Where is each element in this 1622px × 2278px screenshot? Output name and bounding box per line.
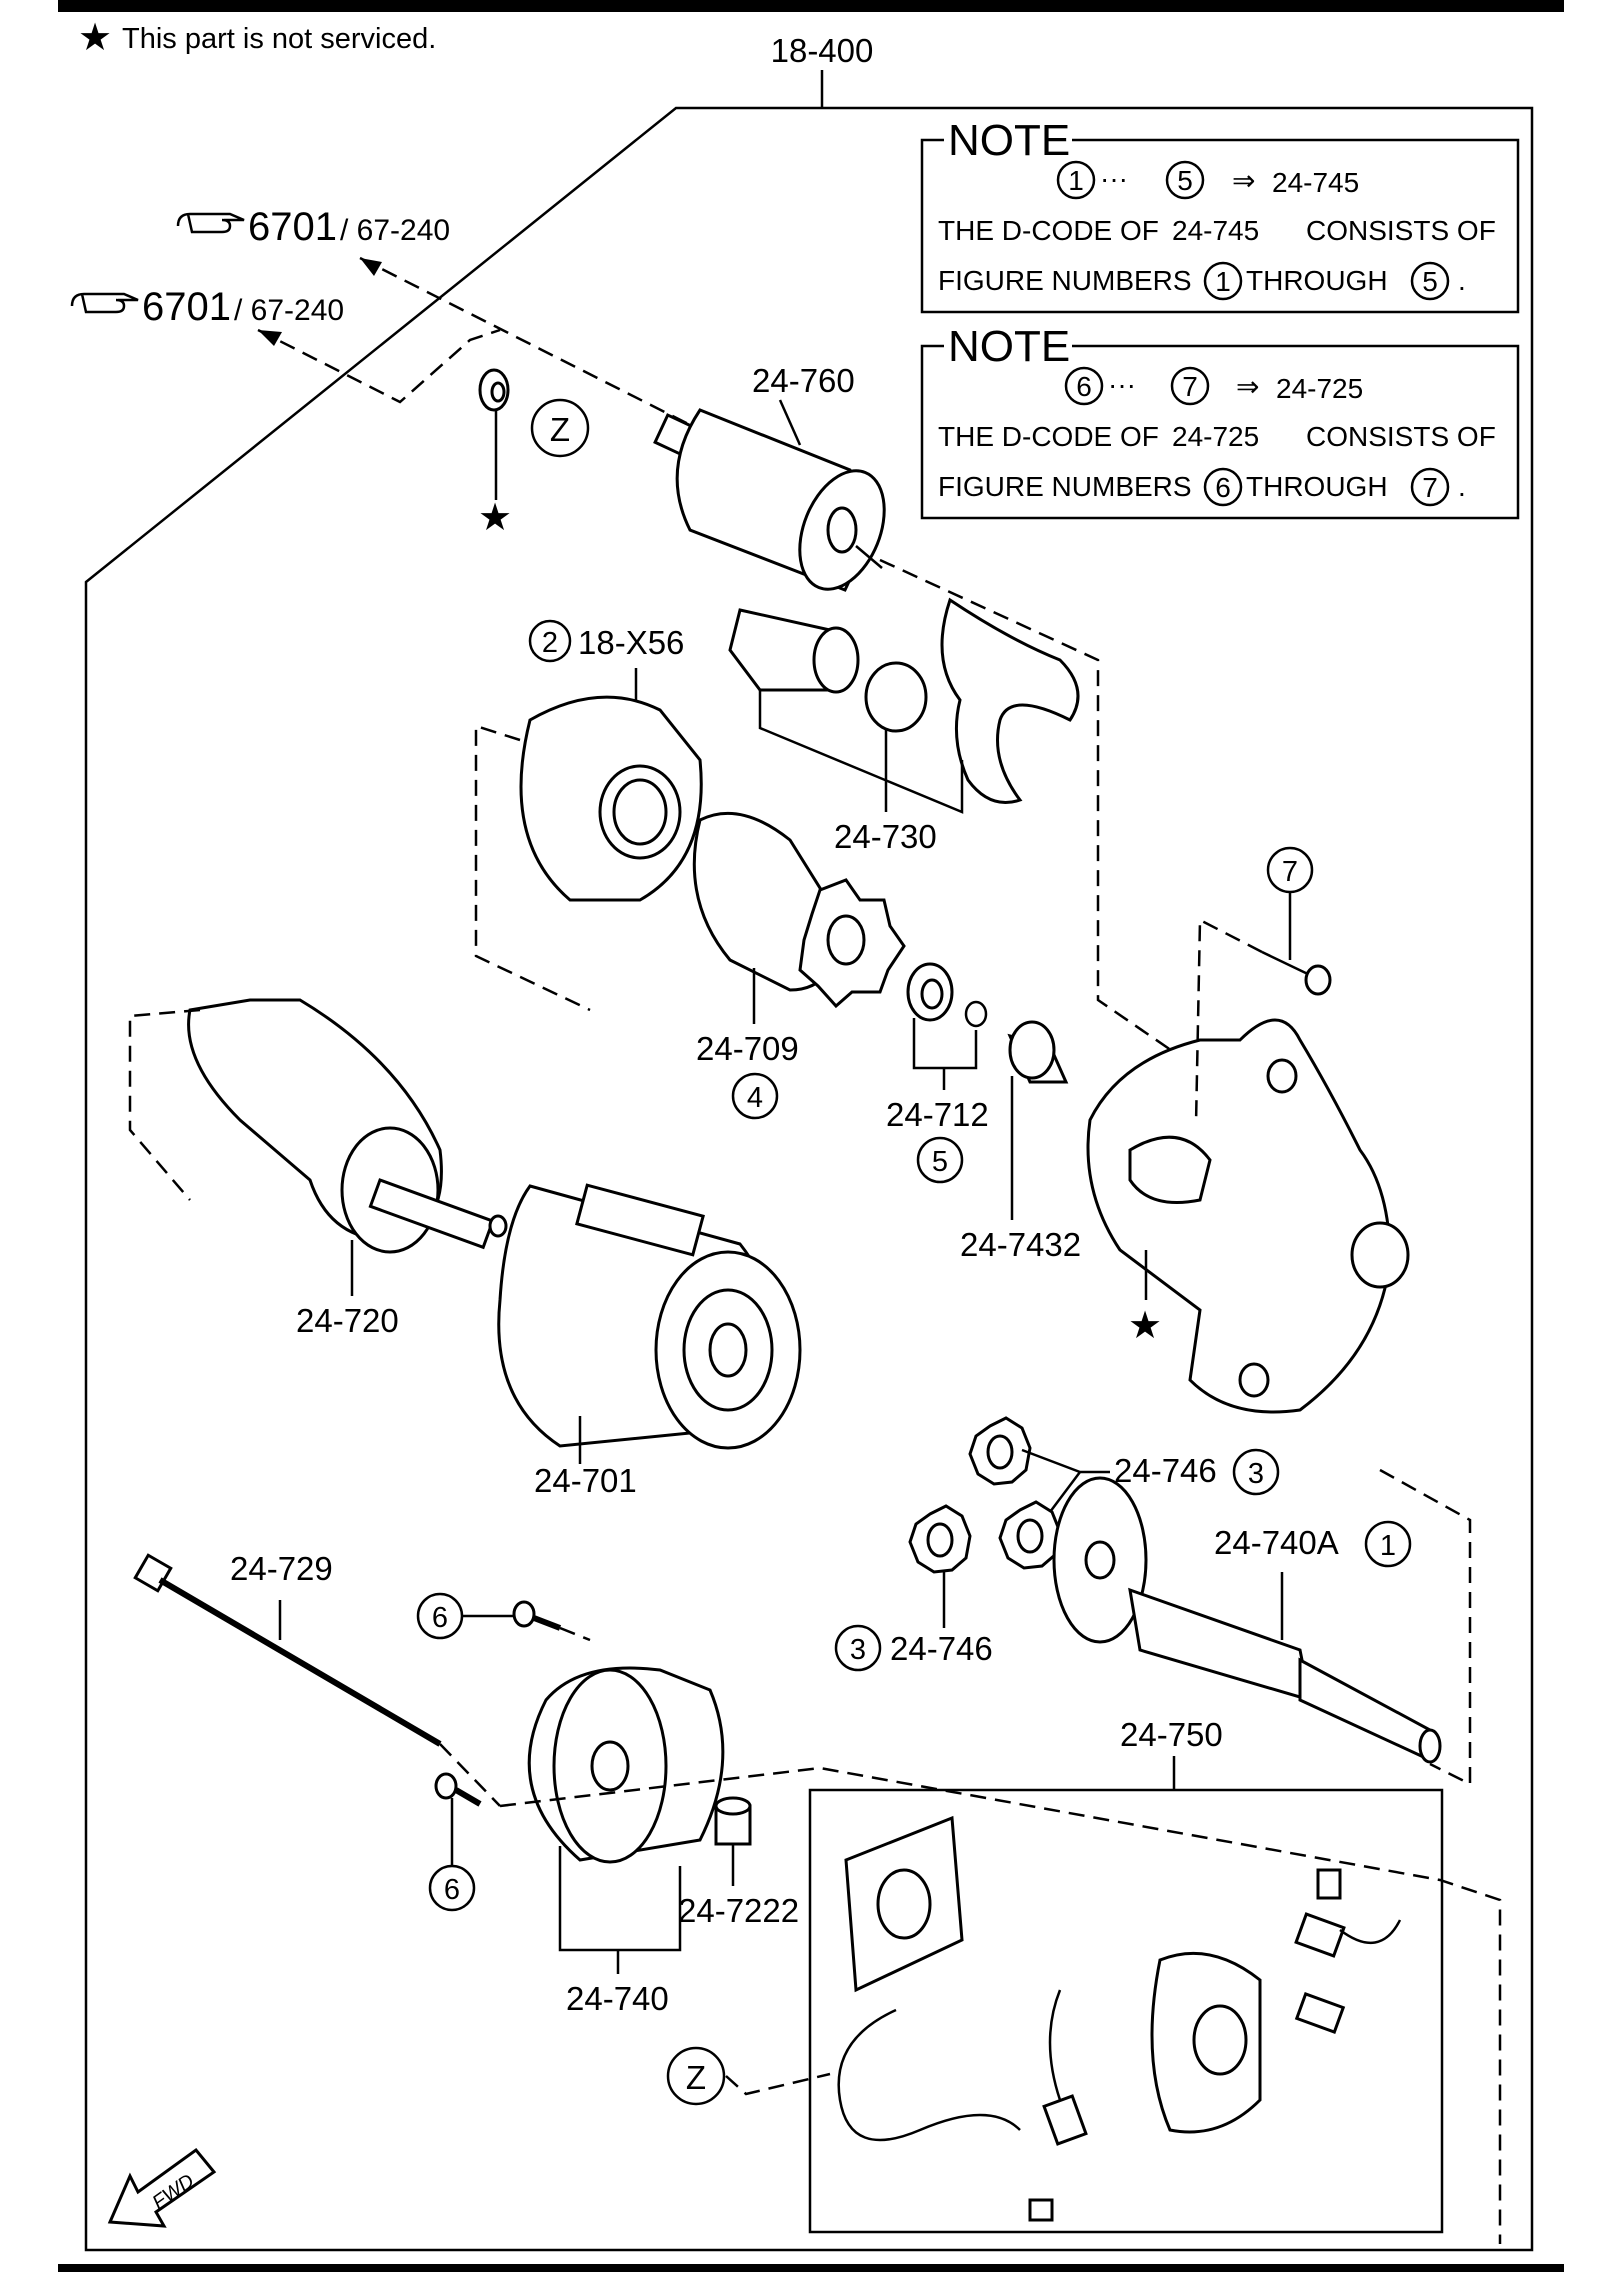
bottom-rule (58, 2264, 1564, 2272)
note-2-arrow: ⇒ (1236, 371, 1259, 402)
screw-6-bottom: 6 (428, 1772, 482, 1912)
front-housing: ★ (1086, 1018, 1410, 1414)
label-24-746-b-num: 3 (850, 1634, 866, 1666)
label-24-709: 24-709 (696, 1030, 799, 1067)
screw-6-top: 6 (416, 1592, 591, 1642)
shaft-24-740a: 24-740A 1 (1052, 1468, 1472, 1787)
note-2-heading: NOTE (948, 322, 1070, 371)
note-1-code: 24-745 (1272, 167, 1359, 198)
label-24-709-num: 4 (747, 1082, 763, 1114)
clutch-24-709: 24-709 4 (692, 811, 906, 1120)
label-24-746-a: 24-746 (1114, 1452, 1217, 1489)
note-2-line2-end: . (1458, 471, 1466, 502)
gears-24-746-b: 3 24-746 (834, 1504, 993, 1672)
label-24-740a: 24-740A (1214, 1524, 1339, 1561)
note-box-2: NOTE 6 ··· 7 ⇒ 24-725 THE D-CODE OF 24-7… (920, 322, 1520, 520)
z-marker-top: Z (530, 398, 590, 458)
note-2-line2-prefix: FIGURE NUMBERS (938, 471, 1192, 502)
label-24-750: 24-750 (1120, 1716, 1223, 1753)
note-2-line2-mid: THROUGH (1246, 471, 1388, 502)
label-6-top: 6 (432, 1602, 448, 1634)
z-marker-bottom: Z (666, 2046, 831, 2106)
z-label-top: Z (550, 411, 570, 448)
bolt-7: 7 (1194, 846, 1332, 1125)
rear-cover-24-740: 24-740 (527, 1666, 725, 2017)
reference-2-sub: / 67-240 (234, 294, 344, 327)
note-2-to: 7 (1182, 371, 1198, 402)
label-24-746-a-num: 3 (1248, 1458, 1264, 1490)
stop-ring-24-712: 24-712 5 (886, 962, 989, 1184)
note-2-code: 24-725 (1276, 373, 1363, 404)
label-7: 7 (1282, 856, 1298, 888)
housing-18-x56: 2 18-X56 (474, 619, 703, 1012)
armature-24-720: 24-720 (128, 998, 508, 1339)
fwd-arrow-icon: FWD (107, 2147, 217, 2228)
note-1-from: 1 (1068, 165, 1084, 196)
label-24-701: 24-701 (534, 1462, 637, 1499)
note-1-arrow: ⇒ (1232, 165, 1255, 196)
note-2-line2-to: 7 (1422, 472, 1438, 503)
legend-text: This part is not serviced. (122, 23, 436, 55)
note-2-line1-prefix: THE D-CODE OF (938, 421, 1159, 452)
gears-24-746-a: 24-746 3 (968, 1416, 1280, 1570)
reference-2: 6701 / 67-240 (70, 285, 344, 329)
reference-1-number: 6701 (248, 205, 337, 249)
note-1-line2-mid: THROUGH (1246, 265, 1388, 296)
solenoid-24-760: 24-760 (653, 362, 1201, 1072)
top-rule (58, 0, 1564, 12)
label-24-760: 24-760 (752, 362, 855, 399)
reference-1: 6701 / 67-240 (176, 205, 450, 249)
note-1-line2-to: 5 (1422, 266, 1438, 297)
brush-holder-24-750: 24-750 (499, 1716, 1502, 2244)
note-1-heading: NOTE (948, 116, 1070, 165)
legend: ★ This part is not serviced. (78, 15, 436, 59)
star-icon: ★ (478, 495, 512, 539)
note-2-line1-suffix: CONSISTS OF (1306, 421, 1496, 452)
note-1-line2-end: . (1458, 265, 1466, 296)
label-18-x56-num: 2 (542, 627, 558, 659)
note-1-line2-from: 1 (1215, 266, 1231, 297)
plunger-24-730: 24-730 (728, 597, 1080, 855)
note-1-line2-prefix: FIGURE NUMBERS (938, 265, 1192, 296)
z-label-bottom: Z (686, 2059, 706, 2096)
top-nut: ★ (478, 368, 512, 539)
label-24-712-num: 5 (932, 1146, 948, 1178)
pointing-hand-icon (70, 292, 139, 314)
star-icon: ★ (1128, 1303, 1162, 1347)
label-24-730: 24-730 (834, 818, 937, 855)
note-1-line1-code: 24-745 (1172, 215, 1259, 246)
note-1-dots: ··· (1100, 163, 1128, 194)
label-18-x56: 18-X56 (578, 624, 684, 661)
bolt-24-729: 24-729 (133, 1550, 501, 1807)
assembly-outline: 18-400 (84, 32, 1534, 2252)
note-2-line2-from: 6 (1215, 472, 1231, 503)
bushing-24-7222: 24-7222 (678, 1796, 799, 1929)
star-icon: ★ (78, 15, 112, 59)
note-2-dots: ··· (1108, 369, 1136, 400)
label-24-720: 24-720 (296, 1302, 399, 1339)
note-1-line1-prefix: THE D-CODE OF (938, 215, 1159, 246)
note-2-line1-code: 24-725 (1172, 421, 1259, 452)
label-24-712: 24-712 (886, 1096, 989, 1133)
yoke-24-701: 24-701 (497, 1183, 802, 1499)
note-2-from: 6 (1076, 371, 1092, 402)
label-24-746-b: 24-746 (890, 1630, 993, 1667)
note-box-1: NOTE 1 ··· 5 ⇒ 24-745 THE D-CODE OF 24-7… (920, 116, 1520, 314)
label-24-740a-num: 1 (1380, 1530, 1396, 1562)
label-24-740: 24-740 (566, 1980, 669, 2017)
note-1-to: 5 (1177, 165, 1193, 196)
pointing-hand-icon (176, 212, 245, 234)
label-24-7432: 24-7432 (960, 1226, 1081, 1263)
bushing-24-7432: 24-7432 (960, 1020, 1081, 1263)
reference-1-sub: / 67-240 (340, 214, 450, 247)
label-6-bottom: 6 (444, 1874, 460, 1906)
reference-connectors (257, 256, 721, 442)
label-24-729: 24-729 (230, 1550, 333, 1587)
label-24-7222: 24-7222 (678, 1892, 799, 1929)
note-1-line1-suffix: CONSISTS OF (1306, 215, 1496, 246)
assembly-label: 18-400 (771, 32, 874, 69)
reference-2-number: 6701 (142, 285, 231, 329)
